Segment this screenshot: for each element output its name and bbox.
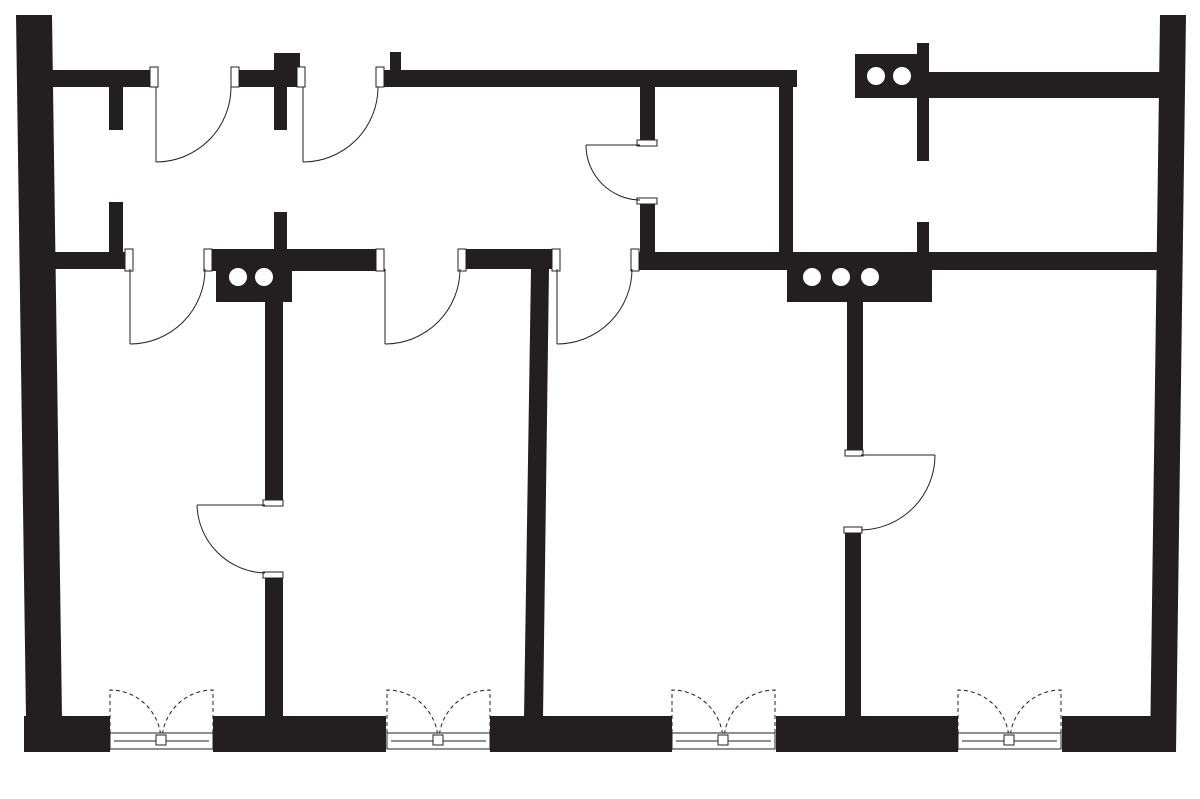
partition-2 xyxy=(524,268,549,718)
wall-mid-left xyxy=(50,252,130,269)
wall-mid-c xyxy=(462,249,556,269)
duct-hole xyxy=(229,268,247,286)
exterior-wall-right xyxy=(1150,15,1186,752)
partition-3-upper xyxy=(847,300,863,452)
exterior-wall-bottom-2 xyxy=(213,716,386,752)
wall-top-right xyxy=(920,72,1162,98)
wall-top-c-stub xyxy=(390,52,401,72)
wall-top-b xyxy=(236,70,302,87)
wall-mid-left-stub xyxy=(109,202,123,254)
exterior-wall-bottom-1 xyxy=(24,716,110,752)
wall-mid-b-stub xyxy=(274,212,287,252)
duct-hole xyxy=(255,268,273,286)
partition-1-upper xyxy=(265,299,283,502)
exterior-wall-bottom-5 xyxy=(1062,716,1162,752)
wall-top-c xyxy=(380,70,797,87)
wall-top-b-stub-down xyxy=(274,87,287,130)
exterior-walls xyxy=(16,15,1186,752)
door xyxy=(375,248,467,345)
french-window xyxy=(671,689,776,750)
door xyxy=(149,66,240,163)
exterior-wall-left xyxy=(16,15,62,718)
door xyxy=(196,499,284,579)
doors xyxy=(124,66,936,579)
door xyxy=(296,66,385,163)
door xyxy=(551,248,640,345)
ventilation-shaft-right-top xyxy=(855,54,923,98)
door xyxy=(585,139,658,205)
wall-top-b-stub-up xyxy=(274,53,300,73)
closet-wall-left-upper xyxy=(640,87,655,142)
french-window xyxy=(386,689,491,750)
ventilation-shaft-right xyxy=(787,256,932,302)
door xyxy=(843,449,936,534)
exterior-wall-bottom-4 xyxy=(776,716,958,752)
partition-3-lower xyxy=(845,533,861,718)
interior-walls xyxy=(50,43,1162,718)
duct-hole xyxy=(867,67,885,85)
closet-wall-left-lower xyxy=(640,202,655,254)
wall-top-right-post-lower xyxy=(917,222,929,254)
closet-wall-right xyxy=(779,86,793,254)
wall-top-a-stub xyxy=(109,87,123,130)
duct-hole xyxy=(832,268,850,286)
duct-hole xyxy=(861,268,879,286)
door xyxy=(124,248,213,345)
duct-hole xyxy=(893,67,911,85)
ventilation-shaft-left xyxy=(216,256,292,302)
french-window xyxy=(957,689,1062,750)
french-window xyxy=(109,689,214,750)
exterior-wall-bottom-3 xyxy=(490,716,672,752)
duct-hole xyxy=(803,268,821,286)
partition-1-lower xyxy=(265,576,283,718)
wall-top-a xyxy=(50,70,150,87)
